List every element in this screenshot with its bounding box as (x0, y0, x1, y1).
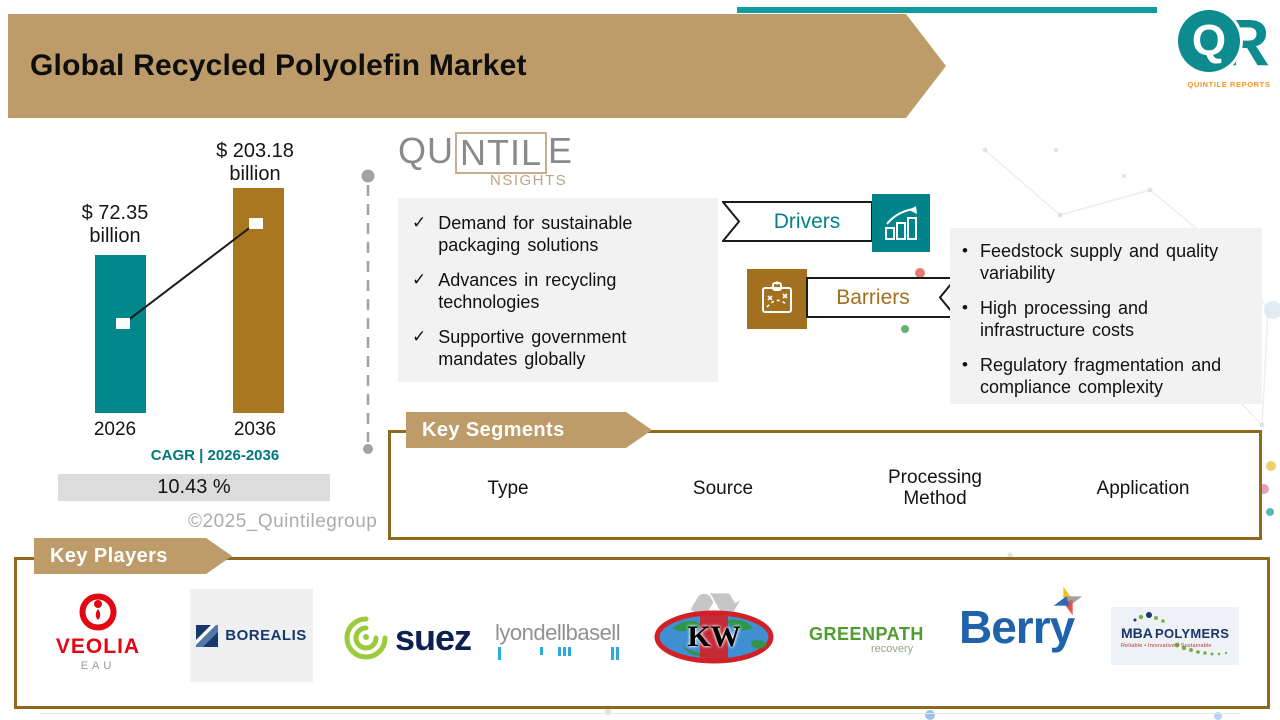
barriers-ribbon: Barriers (806, 277, 959, 319)
bullet-icon: • (962, 241, 968, 260)
market-size-chart: $ 72.35 billion $ 203.18 billion 2026 20… (55, 138, 375, 510)
category-label-2026: 2026 (93, 419, 137, 440)
cagr-value-pill: 10.43 % (58, 474, 330, 501)
key-segments-box: Type Source Processing Method Applicatio… (388, 430, 1262, 540)
mba-polymers-logo: MBA POLYMERS Reliable • Innovative • Sus… (1111, 607, 1239, 665)
drivers-panel: ✓Demand for sustainable packaging soluti… (398, 198, 718, 382)
tick-mark (540, 647, 543, 655)
clipboard-icon (762, 281, 792, 313)
segment-label-processing-method: Processing Method (888, 467, 982, 509)
qr-logo-caption: QUINTILE REPORTS (1187, 80, 1271, 89)
suez-swirl-icon (344, 616, 388, 660)
tick-mark (611, 647, 614, 660)
barrier-item: •High processing and infrastructure cost… (962, 298, 1149, 340)
bullet-icon: • (962, 355, 968, 374)
borealis-logo: BOREALIS (190, 589, 313, 682)
tick-mark (616, 647, 619, 660)
copyright-watermark: ©2025_Quintilegroup (188, 511, 378, 532)
suez-logo: suez (343, 615, 472, 661)
driver-item: ✓Advances in recycling technologies (412, 270, 617, 312)
value-label-2026: $ 72.35 billion (81, 202, 149, 247)
bottom-hairline (40, 713, 1240, 714)
key-players-box: VEOLIA EAU BOREALIS suez lyondellbasell (14, 557, 1270, 709)
quintile-reports-logo: R Q QUINTILE REPORTS (1178, 5, 1278, 106)
qi-boxed: NTIL (455, 132, 548, 174)
veolia-logo: VEOLIA EAU (48, 591, 148, 672)
drivers-label: Drivers (773, 210, 841, 233)
growth-chart-icon (885, 206, 917, 240)
mba-dots-icon (1133, 612, 1228, 656)
top-accent-strip (737, 7, 1157, 13)
barrier-item: •Regulatory fragmentation and compliance… (962, 355, 1222, 397)
bullet-icon: • (962, 298, 968, 317)
barriers-icon-square (747, 269, 807, 329)
check-icon: ✓ (412, 213, 427, 232)
tick-mark (558, 647, 561, 656)
key-segments-banner: Key Segments (406, 412, 652, 448)
segment-label-source: Source (692, 478, 754, 499)
kw-plastics-logo: ♻ KW (653, 576, 775, 690)
segment-label-type: Type (487, 478, 529, 499)
greenpath-logo: GREENPATH recovery (809, 624, 924, 655)
drivers-ribbon: Drivers (720, 201, 874, 243)
barrier-item: •Feedstock supply and quality variabilit… (962, 241, 1219, 283)
tick-mark (563, 647, 566, 656)
qi-nsights: NSIGHTS (490, 172, 568, 189)
qi-e: E (548, 130, 574, 171)
qi-qu: QU (398, 130, 454, 171)
kw-globe-icon (654, 610, 774, 664)
value-label-2036: $ 203.18 billion (216, 140, 294, 185)
driver-item: ✓Demand for sustainable packaging soluti… (412, 213, 633, 255)
berry-pinwheel-icon (1053, 586, 1083, 616)
borealis-square-icon (196, 624, 219, 647)
berry-logo: Berry (959, 586, 1083, 654)
drivers-icon-square (872, 194, 930, 252)
dashed-divider (361, 169, 375, 454)
category-label-2036: 2036 (233, 419, 277, 440)
qr-logo-q-icon: Q (1178, 10, 1240, 72)
tick-mark (568, 647, 571, 656)
check-icon: ✓ (412, 327, 427, 346)
barriers-panel: •Feedstock supply and quality variabilit… (950, 228, 1262, 404)
page-title: Global Recycled Polyolefin Market (30, 49, 527, 82)
key-players-banner: Key Players (34, 538, 232, 574)
segment-label-application: Application (1096, 478, 1190, 499)
title-banner: Global Recycled Polyolefin Market (8, 14, 946, 118)
trend-line (116, 218, 263, 329)
bar-2026 (95, 255, 146, 413)
cagr-label: CAGR | 2026-2036 (150, 447, 280, 464)
check-icon: ✓ (412, 270, 427, 289)
barriers-label: Barriers (836, 286, 910, 309)
lyondellbasell-logo: lyondellbasell (495, 620, 625, 660)
tick-mark (498, 647, 501, 660)
driver-item: ✓Supportive government mandates globally (412, 327, 627, 369)
veolia-ring-icon (79, 593, 117, 631)
